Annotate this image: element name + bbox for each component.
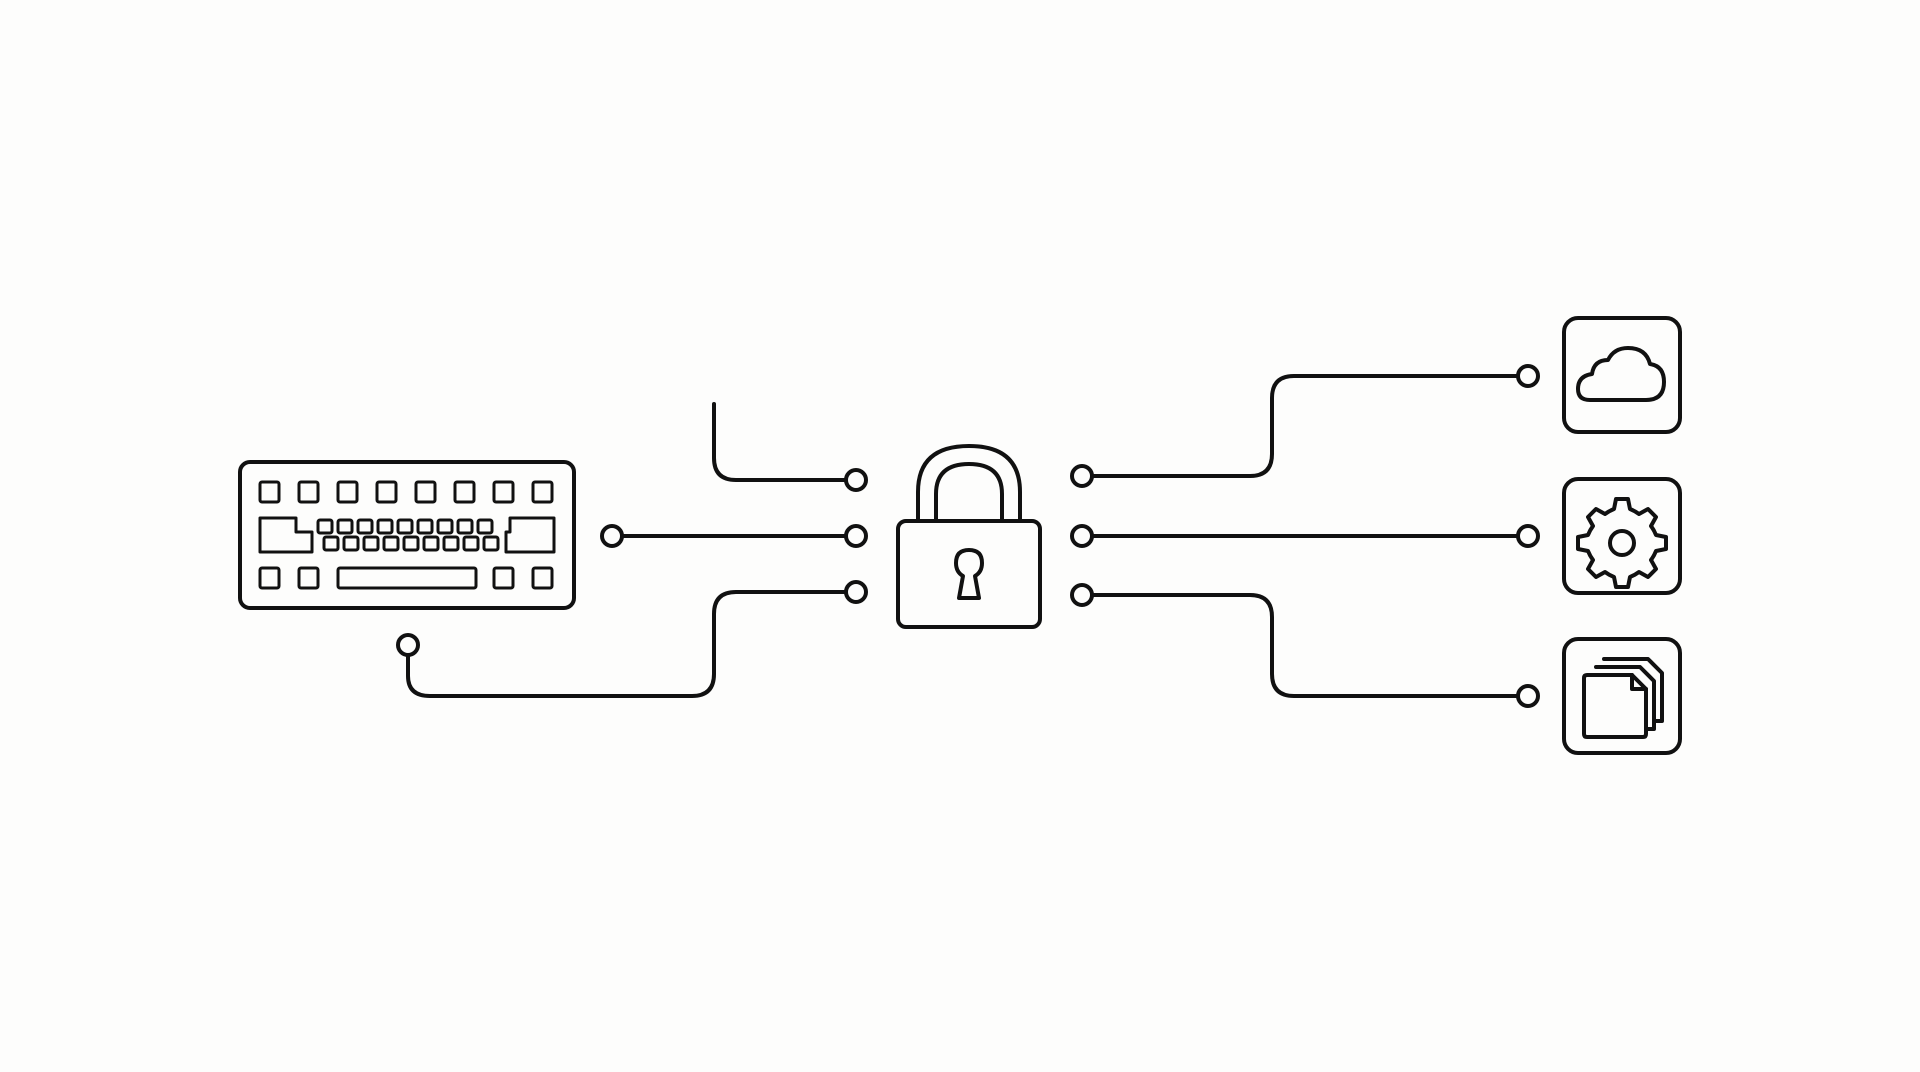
key [297, 566, 320, 590]
key [322, 535, 340, 552]
connector-bottom-left [406, 590, 848, 698]
padlock-shackle [916, 444, 1022, 523]
tile-frame [1562, 477, 1682, 595]
padlock-shackle-inner [934, 462, 1004, 523]
tile-frame [1562, 637, 1682, 755]
key [316, 518, 334, 535]
key [402, 535, 420, 552]
key [416, 518, 434, 535]
documents-icon-middle [1594, 665, 1656, 731]
key-enter [504, 516, 556, 554]
padlock-body [896, 519, 1042, 629]
key [442, 535, 460, 552]
key [531, 480, 554, 504]
connector-node [844, 524, 868, 548]
cloud-icon [1576, 346, 1666, 402]
key-tab [258, 516, 314, 554]
documents-icon-back [1602, 657, 1664, 723]
connector-node [1516, 364, 1540, 388]
key [482, 535, 500, 552]
connector-node [844, 580, 868, 604]
key [342, 535, 360, 552]
key [492, 480, 515, 504]
left-connectors [396, 402, 868, 698]
keyhole [954, 548, 984, 600]
key [297, 480, 320, 504]
key [492, 566, 515, 590]
key [531, 566, 554, 590]
keyboard-middle-rows [258, 516, 556, 554]
key [476, 518, 494, 535]
key [456, 518, 474, 535]
connector-node [844, 468, 868, 492]
key [336, 480, 359, 504]
key [356, 518, 374, 535]
gear-hub [1608, 529, 1636, 557]
key [396, 518, 414, 535]
keyboard-body [238, 460, 576, 610]
documents-icon-front [1582, 673, 1648, 739]
key [258, 566, 281, 590]
cloud-tile [1562, 316, 1682, 434]
tile-frame [1562, 316, 1682, 434]
files-tile [1562, 637, 1682, 755]
connector-top-left [712, 402, 848, 482]
documents-fold [1630, 673, 1648, 691]
key [362, 535, 380, 552]
padlock-icon [896, 444, 1042, 629]
right-connectors [1070, 364, 1540, 708]
key [258, 480, 281, 504]
key [422, 535, 440, 552]
key [375, 480, 398, 504]
gear-tile [1562, 477, 1682, 595]
key [414, 480, 437, 504]
key [336, 518, 354, 535]
key [453, 480, 476, 504]
keyboard-top-row [258, 480, 554, 504]
key [382, 535, 400, 552]
connector-node [1516, 684, 1540, 708]
connector-bottom-right [1090, 593, 1520, 698]
keyboard-icon [238, 460, 576, 610]
gear-icon [1576, 497, 1668, 589]
connector-top-right [1090, 374, 1520, 478]
key [376, 518, 394, 535]
key [462, 535, 480, 552]
keyboard-bottom-row [258, 566, 554, 590]
key [436, 518, 454, 535]
key-space [336, 566, 478, 590]
connector-node [1516, 524, 1540, 548]
